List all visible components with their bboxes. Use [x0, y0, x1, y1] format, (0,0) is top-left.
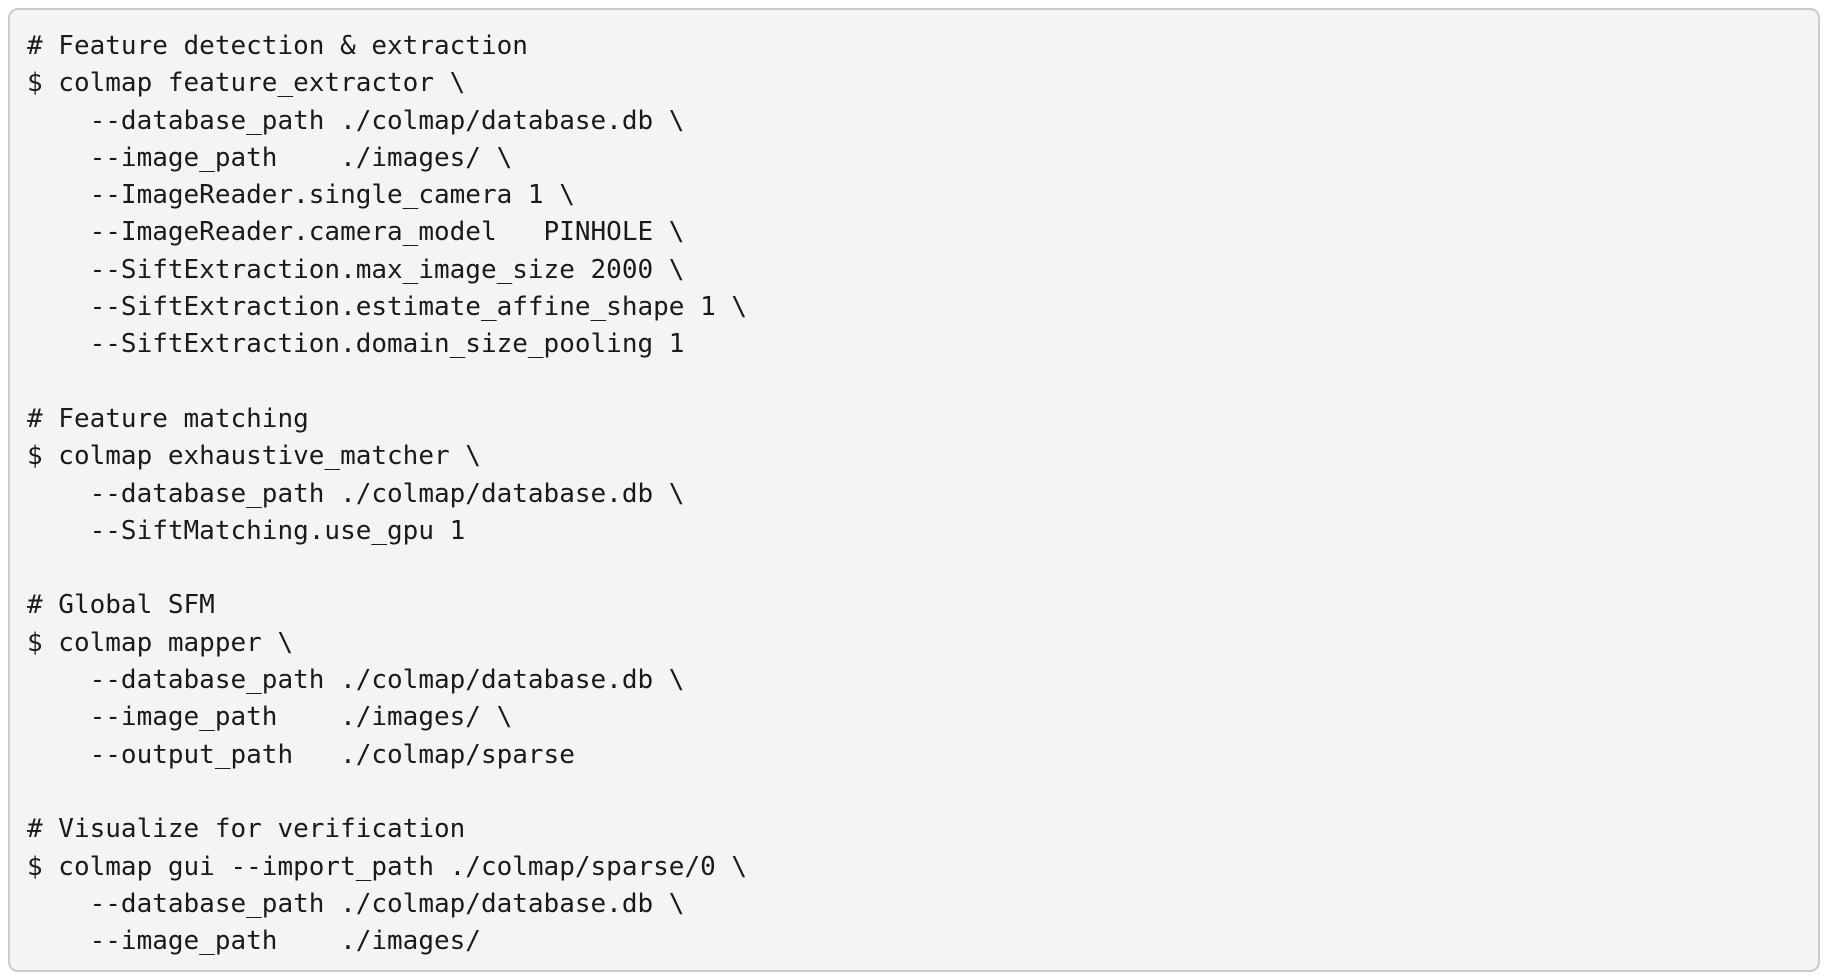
code-block: # Feature detection & extraction $ colma… — [27, 31, 748, 957]
code-card: # Feature detection & extraction $ colma… — [8, 8, 1820, 972]
